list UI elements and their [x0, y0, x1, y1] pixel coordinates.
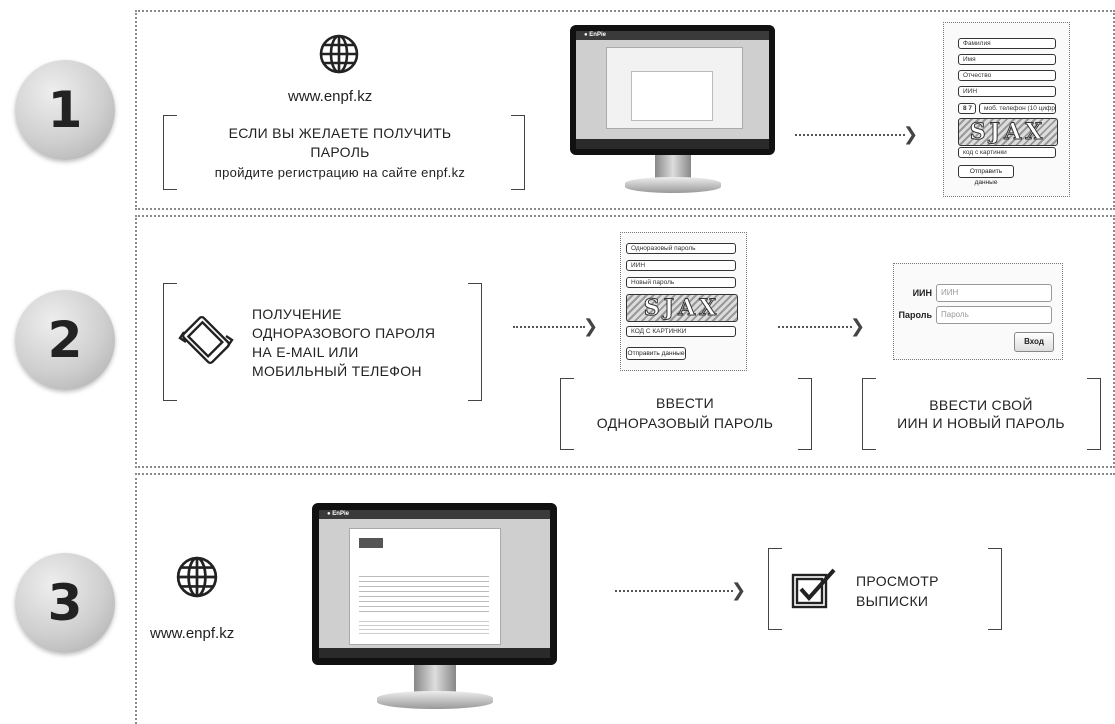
- step-1-connector: [795, 134, 905, 136]
- step-1-badge: 1: [15, 60, 115, 160]
- phone-icon: [178, 316, 234, 364]
- arrow-right-icon: ❯: [731, 580, 747, 601]
- checkbox-icon: [791, 568, 836, 609]
- step-3-badge: 3: [15, 553, 115, 653]
- login-submit-button[interactable]: Вход: [1014, 332, 1054, 352]
- step-2-caption2-line1: ВВЕСТИ СВОЙ: [929, 397, 1033, 413]
- otp-captcha-image: SJAX: [626, 294, 738, 322]
- step-1-text-line1: ЕСЛИ ВЫ ЖЕЛАЕТЕ ПОЛУЧИТЬ: [228, 125, 452, 141]
- login-password-label: Пароль: [898, 310, 933, 320]
- step-2-connector-2: [778, 326, 852, 328]
- step-1-bracket-right: [511, 115, 525, 190]
- step-3-bracket-right: [988, 548, 1002, 630]
- globe-icon: [176, 556, 218, 598]
- step-3-connector: [615, 590, 733, 592]
- step-1-text-line2: ПАРОЛЬ: [310, 144, 370, 160]
- reg-field-firstname[interactable]: Имя: [958, 54, 1056, 65]
- otp-field-code[interactable]: Одноразовый пароль: [626, 243, 736, 254]
- step-3-panel: [135, 473, 1115, 724]
- registration-form: Фамилия Имя Отчество ИИН 8 7 моб. телефо…: [943, 22, 1070, 197]
- step-2-caption1-line1: ВВЕСТИ: [655, 395, 715, 411]
- login-iin-label: ИИН: [912, 288, 932, 298]
- otp-submit-button[interactable]: Отправить данные: [626, 347, 686, 360]
- step-2-connector-1: [513, 326, 585, 328]
- step-2-bracket-right: [468, 283, 482, 401]
- step-2-caption1-bracket-left: [560, 378, 574, 450]
- arrow-right-icon: ❯: [583, 316, 599, 337]
- reg-field-lastname[interactable]: Фамилия: [958, 38, 1056, 49]
- login-password-input[interactable]: Пароль: [936, 306, 1052, 324]
- step-2-text-line2: ОДНОРАЗОВОГО ПАРОЛЯ: [252, 325, 436, 341]
- step-2-badge: 2: [15, 290, 115, 390]
- reg-field-phone[interactable]: моб. телефон (10 цифр): [979, 103, 1056, 114]
- step-3-text-line1: ПРОСМОТР: [856, 573, 939, 589]
- otp-field-captcha[interactable]: КОД С КАРТИНКИ: [626, 326, 736, 337]
- otp-field-new-password[interactable]: Новый пароль: [626, 277, 736, 288]
- step-1-monitor: ● EnPie: [570, 25, 775, 195]
- step-3-bracket-left: [768, 548, 782, 630]
- otp-form: Одноразовый пароль ИИН Новый пароль SJAX…: [620, 232, 747, 371]
- arrow-right-icon: ❯: [850, 316, 866, 337]
- step-3-text-line2: ВЫПИСКИ: [856, 593, 929, 609]
- reg-field-captcha[interactable]: код с картинки: [958, 147, 1056, 158]
- step-3-url[interactable]: www.enpf.kz: [150, 625, 235, 642]
- step-2-caption2-bracket-left: [862, 378, 876, 450]
- step-2-caption2-line2: ИИН И НОВЫЙ ПАРОЛЬ: [897, 415, 1065, 431]
- arrow-right-icon: ❯: [903, 124, 919, 145]
- step-3-monitor: ● EnPie: [312, 503, 557, 713]
- step-2-text-line4: МОБИЛЬНЫЙ ТЕЛЕФОН: [252, 363, 422, 379]
- step-2-caption1-bracket-right: [798, 378, 812, 450]
- step-2-text-line1: ПОЛУЧЕНИЕ: [252, 306, 342, 322]
- login-iin-input[interactable]: ИИН: [936, 284, 1052, 302]
- reg-field-patronymic[interactable]: Отчество: [958, 70, 1056, 81]
- reg-field-phone-prefix[interactable]: 8 7: [958, 103, 976, 114]
- step-1-panel: [135, 10, 1115, 210]
- login-form: ИИН ИИН Пароль Пароль Вход: [893, 263, 1063, 360]
- reg-submit-button[interactable]: Отправить данные: [958, 165, 1014, 186]
- reg-field-iin[interactable]: ИИН: [958, 86, 1056, 97]
- globe-icon: [319, 34, 359, 74]
- step-1-text-line3: пройдите регистрацию на сайте enpf.kz: [214, 165, 466, 180]
- step-2-caption1-line2: ОДНОРАЗОВЫЙ ПАРОЛЬ: [596, 415, 774, 431]
- otp-field-iin[interactable]: ИИН: [626, 260, 736, 271]
- step-1-bracket-left: [163, 115, 177, 190]
- step-2-caption2-bracket-right: [1087, 378, 1101, 450]
- step-2-text-line3: НА E-MAIL ИЛИ: [252, 344, 359, 360]
- reg-captcha-image: SJAX: [958, 118, 1058, 146]
- step-2-panel: [135, 215, 1115, 468]
- step-2-bracket-left: [163, 283, 177, 401]
- step-1-url[interactable]: www.enpf.kz: [288, 88, 373, 105]
